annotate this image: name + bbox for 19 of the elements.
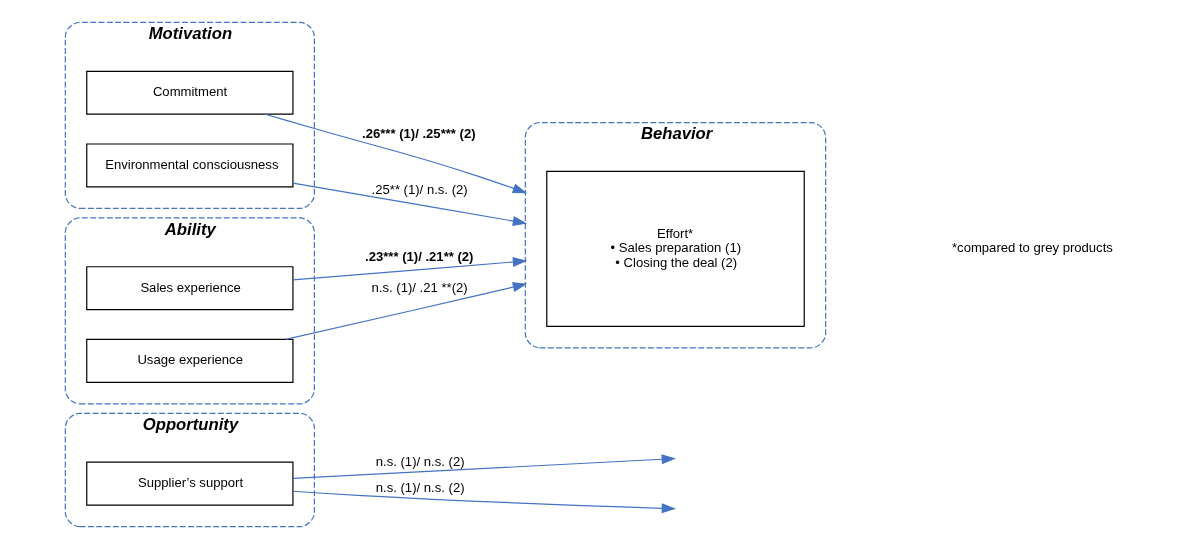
node-box: Commitment <box>86 70 294 115</box>
edge-label: n.s. (1)/ .21 **(2) <box>371 279 468 295</box>
node-box: Environmental consciousness <box>86 143 294 188</box>
edge-label: n.s. (1)/ n.s. (2) <box>375 479 465 495</box>
edge-label: .23*** (1)/ .21** (2) <box>365 248 474 264</box>
edge-label: .25** (1)/ n.s. (2) <box>371 181 468 197</box>
edge-label: .26*** (1)/ .25*** (2) <box>362 125 476 141</box>
node-box: Effort* • Sales preparation (1) • Closing the deal (2) <box>546 170 805 327</box>
node-box: Usage experience <box>86 338 294 383</box>
node-box: Sales experience <box>86 266 294 311</box>
node-box: Supplier’s support <box>86 461 294 506</box>
edge-label: n.s. (1)/ n.s. (2) <box>375 453 465 469</box>
label: *compared to grey products <box>952 240 1113 256</box>
arrow <box>292 454 676 479</box>
arrow <box>292 257 528 281</box>
arrow <box>292 490 676 514</box>
arrow <box>264 113 528 194</box>
arrow <box>285 282 528 341</box>
arrow <box>292 182 528 226</box>
